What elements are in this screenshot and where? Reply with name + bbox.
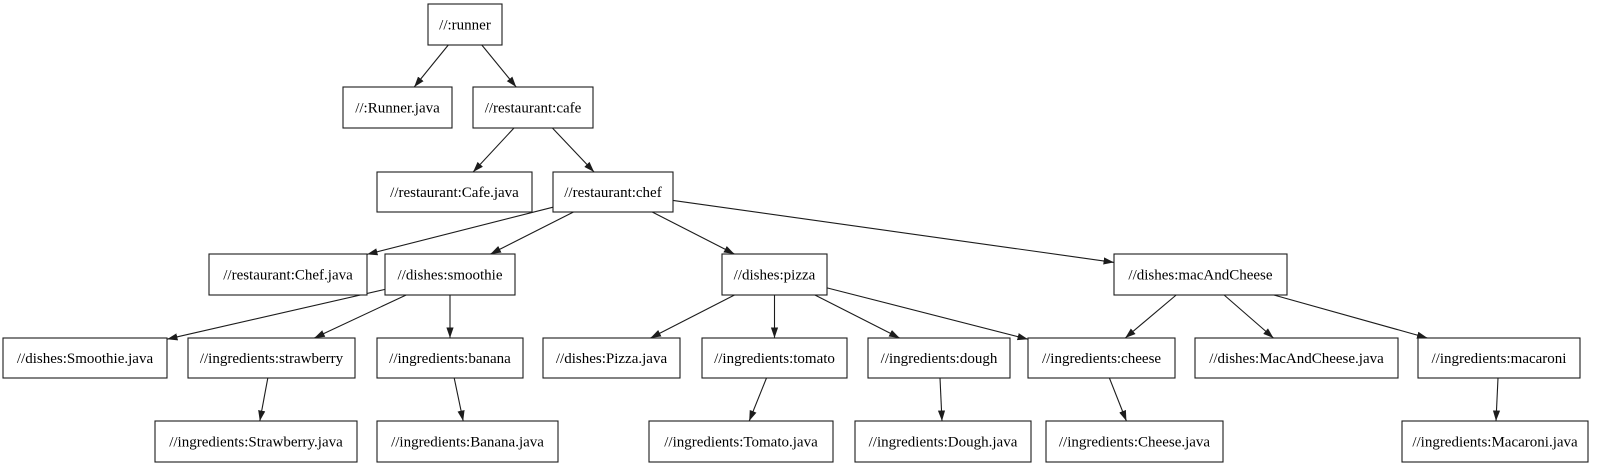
graph-node-label: //:runner xyxy=(439,18,491,34)
graph-node-smoothie: //dishes:smoothie xyxy=(384,253,516,296)
graph-node-box xyxy=(1401,420,1589,463)
graph-node-label: //dishes:pizza xyxy=(734,268,816,284)
graph-edge-dough-to-dough-java xyxy=(937,377,946,422)
graph-node-dough: //ingredients:dough xyxy=(867,337,1011,379)
graph-node-box xyxy=(208,253,368,296)
graph-node-chef: //restaurant:chef xyxy=(552,171,674,213)
graph-node-box xyxy=(427,3,503,46)
graph-node-box xyxy=(552,171,674,213)
graph-edge-runner-to-cafe xyxy=(481,44,517,88)
graph-node-label: //ingredients:macaroni xyxy=(1432,351,1567,367)
graph-edge-smoothie-to-strawberry xyxy=(314,294,407,339)
graph-node-dough-java: //ingredients:Dough.java xyxy=(854,420,1032,463)
graph-node-label: //dishes:Pizza.java xyxy=(556,351,668,367)
graph-node-box xyxy=(1113,253,1288,296)
graph-node-box xyxy=(376,171,533,213)
graph-node-label: //dishes:smoothie xyxy=(398,268,503,284)
graph-node-smoothie-java: //dishes:Smoothie.java xyxy=(2,337,168,379)
graph-edge-mac-and-cheese-to-macaroni xyxy=(1273,294,1428,339)
graph-node-box xyxy=(1027,337,1176,379)
graph-node-label: //ingredients:cheese xyxy=(1042,351,1161,367)
graph-edge-strawberry-to-strawberry-java xyxy=(258,377,269,422)
graph-node-label: //ingredients:banana xyxy=(389,351,511,367)
graph-node-cafe-java: //restaurant:Cafe.java xyxy=(376,171,533,213)
graph-node-box xyxy=(867,337,1011,379)
graph-node-label: //ingredients:Dough.java xyxy=(869,435,1018,451)
graph-edge-chef-to-smoothie xyxy=(490,211,574,255)
graph-node-label: //ingredients:Tomato.java xyxy=(664,435,818,451)
graph-node-mac-and-cheese: //dishes:macAndCheese xyxy=(1113,253,1288,296)
graph-node-box xyxy=(1417,337,1581,379)
graph-edge-cafe-to-chef xyxy=(552,127,595,173)
graph-node-box xyxy=(854,420,1032,463)
graph-edge-pizza-to-pizza-java xyxy=(650,294,735,339)
graph-node-label: //restaurant:Chef.java xyxy=(223,268,353,284)
graph-node-pizza: //dishes:pizza xyxy=(721,253,828,296)
graph-node-cheese: //ingredients:cheese xyxy=(1027,337,1176,379)
graph-node-label: //ingredients:Banana.java xyxy=(391,435,544,451)
graph-edge-tomato-to-tomato-java xyxy=(748,377,768,422)
graph-edge-mac-and-cheese-to-cheese xyxy=(1124,294,1177,339)
graph-node-box xyxy=(1045,420,1224,463)
graph-node-banana: //ingredients:banana xyxy=(376,337,524,379)
graph-edge-chef-to-chef-java xyxy=(366,206,554,256)
graph-node-label: //restaurant:cafe xyxy=(485,101,582,117)
graph-node-label: //dishes:MacAndCheese.java xyxy=(1209,351,1384,367)
graph-node-box xyxy=(154,420,358,463)
edges-layer xyxy=(166,44,1501,422)
graph-edge-runner-to-runner-java xyxy=(413,44,449,88)
graph-node-box xyxy=(342,86,453,129)
graph-node-box xyxy=(701,337,848,379)
graph-node-strawberry-java: //ingredients:Strawberry.java xyxy=(154,420,358,463)
graph-node-cheese-java: //ingredients:Cheese.java xyxy=(1045,420,1224,463)
graph-node-label: //ingredients:tomato xyxy=(714,351,835,367)
graph-node-label: //ingredients:Cheese.java xyxy=(1059,435,1211,451)
graph-node-box xyxy=(721,253,828,296)
graph-edge-macaroni-to-macaroni-java xyxy=(1492,377,1501,422)
graph-node-box xyxy=(376,337,524,379)
graph-node-runner-java: //:Runner.java xyxy=(342,86,453,129)
graph-edge-chef-to-mac-and-cheese xyxy=(672,199,1115,265)
graph-node-label: //restaurant:Cafe.java xyxy=(390,185,519,201)
graph-edge-pizza-to-cheese xyxy=(826,287,1029,341)
graph-node-box xyxy=(376,420,559,463)
graph-node-tomato-java: //ingredients:Tomato.java xyxy=(648,420,834,463)
graph-node-label: //dishes:Smoothie.java xyxy=(17,351,154,367)
graph-node-chef-java: //restaurant:Chef.java xyxy=(208,253,368,296)
graph-edge-cafe-to-cafe-java xyxy=(472,127,515,173)
graph-node-macaroni: //ingredients:macaroni xyxy=(1417,337,1581,379)
graph-node-mac-and-cheese-java: //dishes:MacAndCheese.java xyxy=(1194,337,1399,379)
graph-node-strawberry: //ingredients:strawberry xyxy=(187,337,356,379)
graph-node-box xyxy=(542,337,681,379)
graph-node-runner: //:runner xyxy=(427,3,503,46)
graph-edge-chef-to-pizza xyxy=(651,211,735,255)
graph-node-banana-java: //ingredients:Banana.java xyxy=(376,420,559,463)
graph-node-box xyxy=(1194,337,1399,379)
graph-node-cafe: //restaurant:cafe xyxy=(472,86,594,129)
graph-node-box xyxy=(2,337,168,379)
graph-node-pizza-java: //dishes:Pizza.java xyxy=(542,337,681,379)
graph-node-label: //restaurant:chef xyxy=(564,185,661,201)
graph-node-label: //ingredients:Strawberry.java xyxy=(169,435,343,451)
graph-edge-mac-and-cheese-to-mac-and-cheese-java xyxy=(1223,294,1274,339)
graph-node-box xyxy=(187,337,356,379)
graph-node-label: //dishes:macAndCheese xyxy=(1128,268,1272,284)
graph-node-label: //ingredients:dough xyxy=(881,351,998,367)
graph-node-label: //ingredients:strawberry xyxy=(200,351,344,367)
graph-node-box xyxy=(648,420,834,463)
graph-node-macaroni-java: //ingredients:Macaroni.java xyxy=(1401,420,1589,463)
graph-node-label: //:Runner.java xyxy=(355,101,440,117)
graph-edge-smoothie-to-smoothie-java xyxy=(166,288,386,341)
graph-edge-banana-to-banana-java xyxy=(453,377,465,422)
graph-edge-cheese-to-cheese-java xyxy=(1108,377,1127,422)
graph-node-label: //ingredients:Macaroni.java xyxy=(1412,435,1578,451)
graph-node-tomato: //ingredients:tomato xyxy=(701,337,848,379)
graph-node-box xyxy=(472,86,594,129)
nodes-layer: //:runner //:Runner.java //restaurant:cafe… xyxy=(2,3,1589,463)
graph-edge-pizza-to-dough xyxy=(814,294,900,339)
graph-node-box xyxy=(384,253,516,296)
